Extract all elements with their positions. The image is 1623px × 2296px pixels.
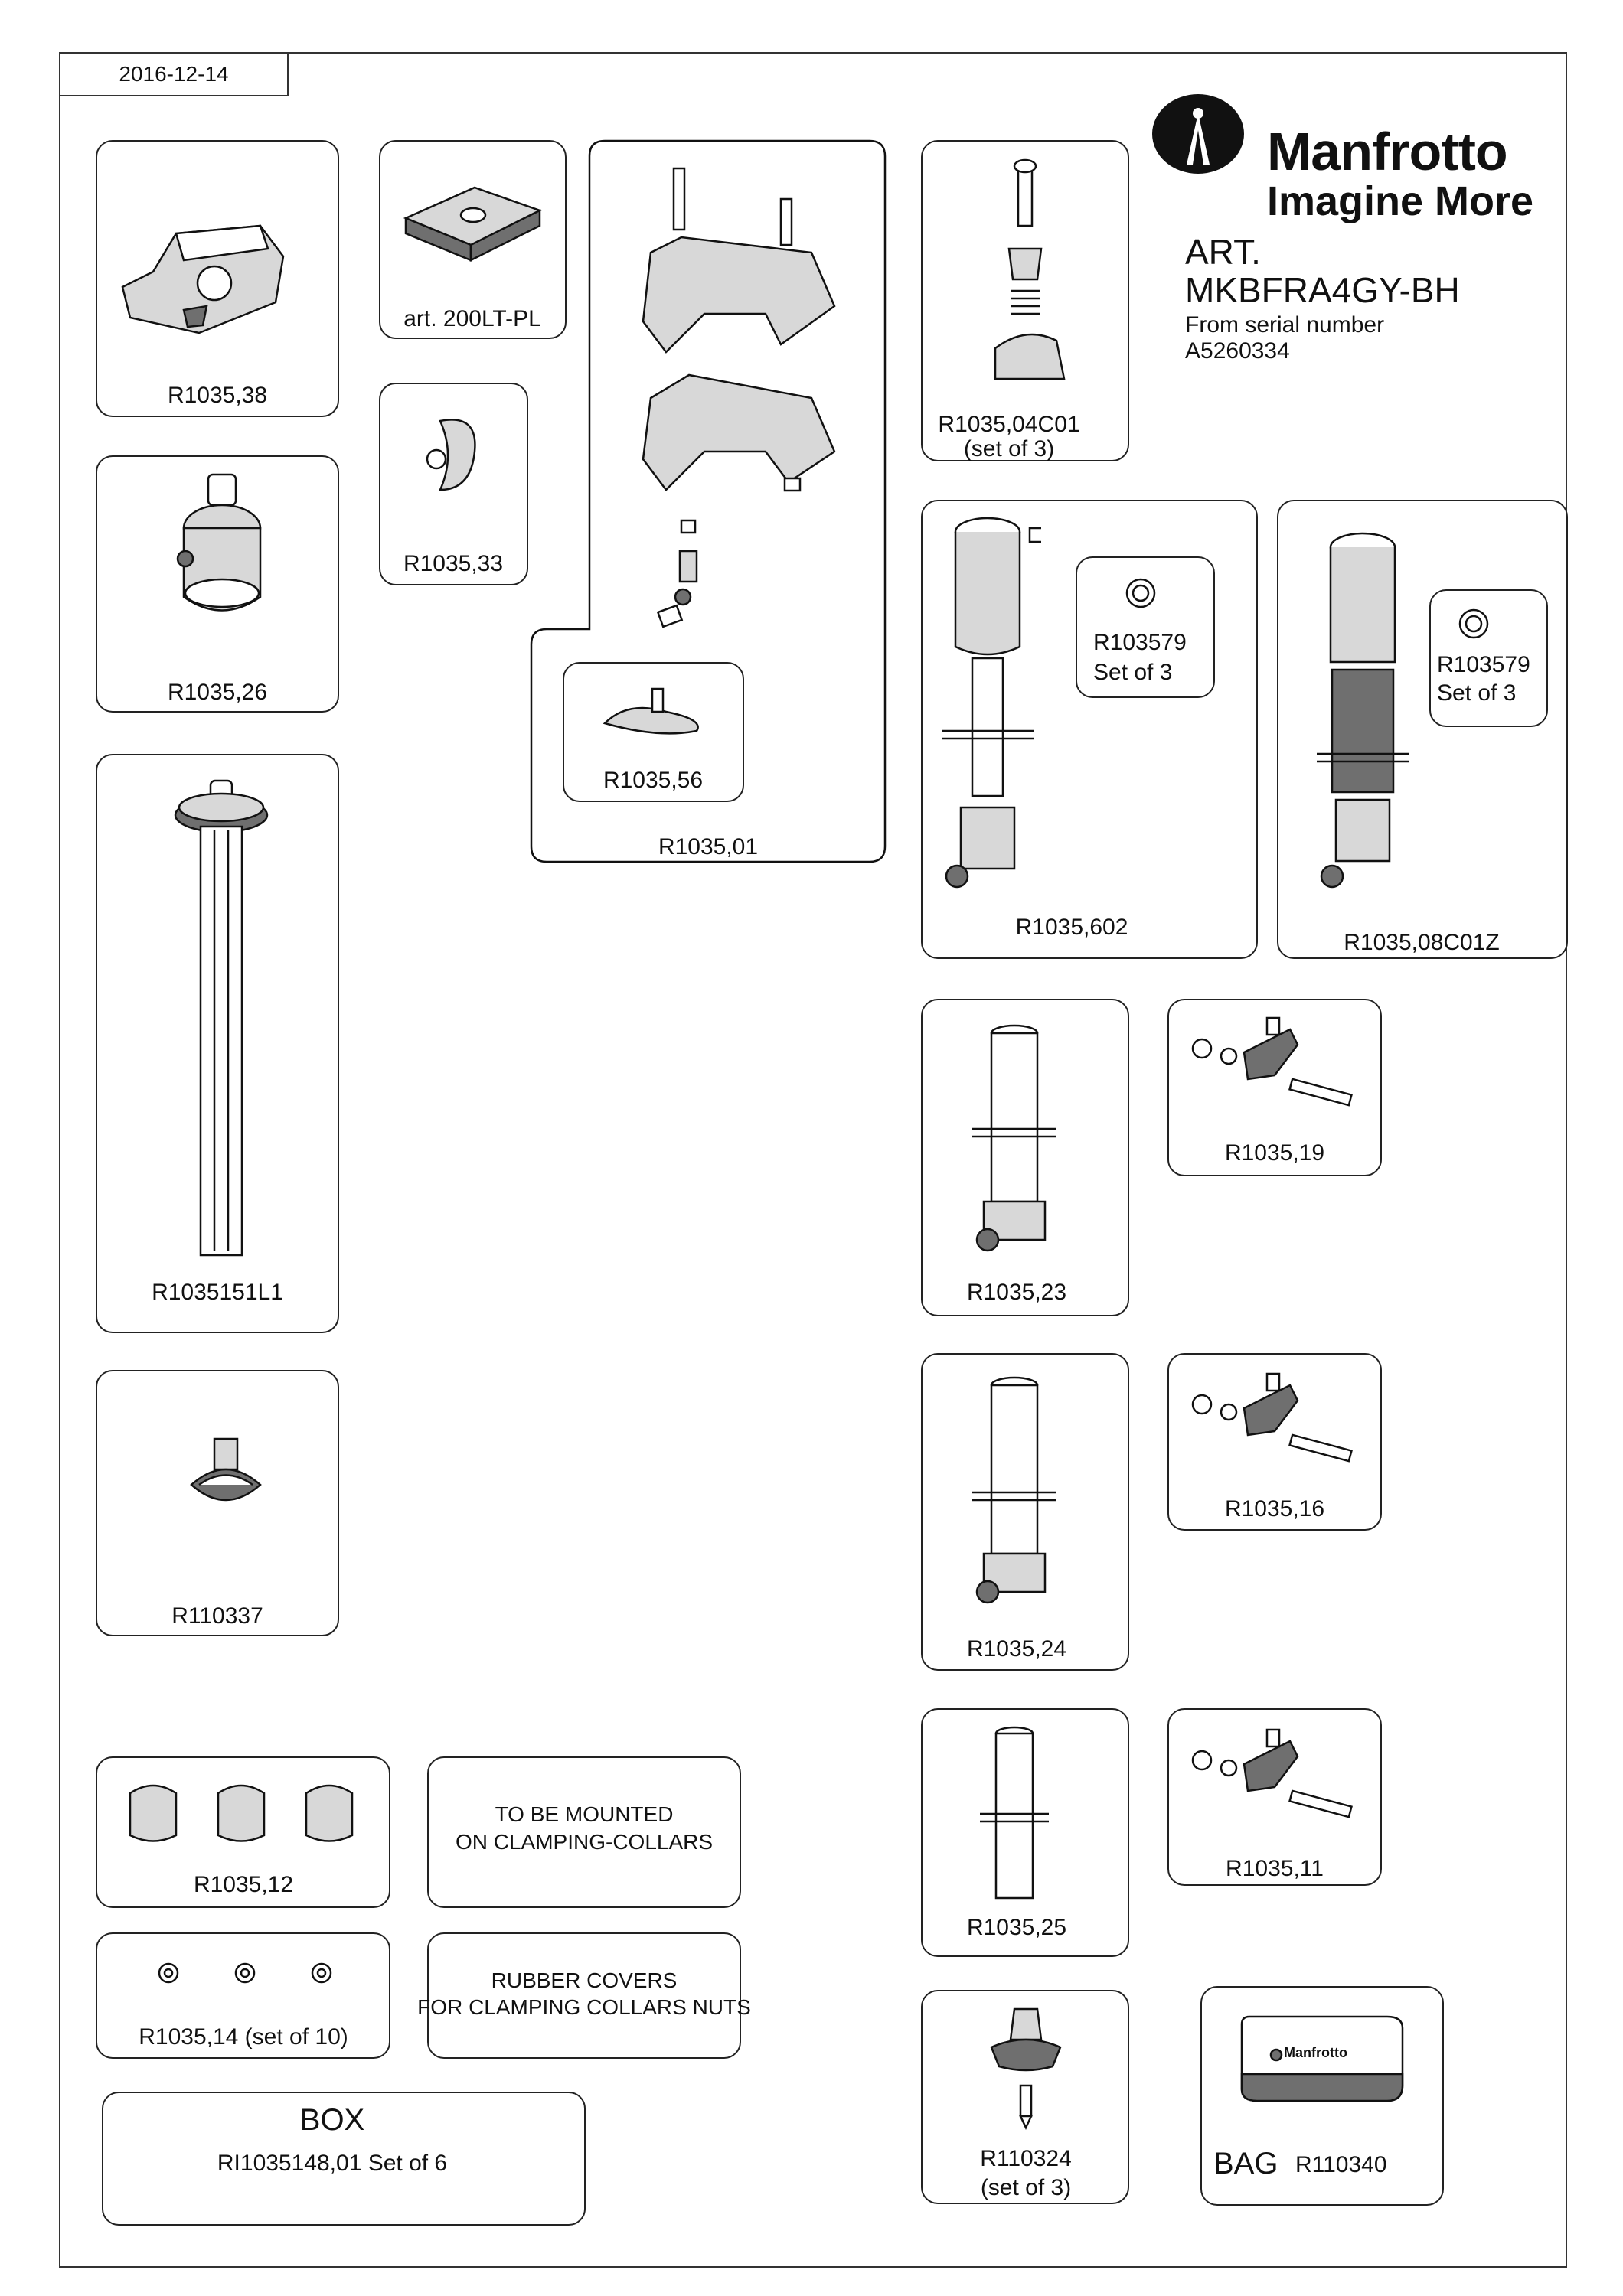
label-r110324: R110324	[980, 2146, 1072, 2171]
label-r1035-602: R1035,602	[1015, 915, 1128, 940]
quick-release-plate-icon	[403, 186, 543, 263]
leg-tube-icon	[972, 1024, 1056, 1252]
label-r1035-16: R1035,16	[1224, 1496, 1325, 1521]
label-r1035-12: R1035,12	[193, 1872, 294, 1897]
label-r1035-04c01: R1035,04C01	[938, 412, 1080, 437]
label-r1035-56: R1035,56	[603, 768, 704, 793]
panel-r110324	[921, 1990, 1129, 2204]
panel-r1035-25	[921, 1708, 1129, 1957]
leg-tube-icon	[980, 1726, 1049, 1900]
panel-r103579-a	[1076, 556, 1215, 698]
rubber-covers-icon	[158, 1962, 332, 1984]
label-r110337: R110337	[171, 1603, 263, 1629]
spider-yoke-icon	[642, 167, 836, 628]
flip-lock-kit-icon	[1191, 1372, 1353, 1463]
page-border	[59, 52, 1567, 2268]
leg-tube-icon	[972, 1376, 1056, 1604]
panel-r1035-01	[530, 139, 887, 863]
label-r1035-11: R1035,11	[1226, 1856, 1324, 1881]
panel-bag	[1200, 1986, 1444, 2206]
panel-note-mount	[427, 1756, 741, 1908]
panel-r1035-26	[96, 455, 339, 713]
panel-r1035-23	[921, 999, 1129, 1316]
panel-r1035-14	[96, 1932, 390, 2059]
panel-r1035-08c01z	[1277, 500, 1568, 959]
panel-box	[102, 2092, 586, 2226]
bag-icon	[1240, 2015, 1404, 2102]
label-r1035-25: R1035,25	[966, 1915, 1067, 1940]
serial-label: From serial number	[1185, 312, 1385, 338]
label-r103579-a: R103579	[1093, 630, 1187, 655]
note-rubber-line1: RUBBER COVERS	[491, 1968, 678, 1992]
serial-number: A5260334	[1185, 338, 1290, 364]
label-r1035-04c01-set: (set of 3)	[963, 436, 1055, 461]
screw-adapter-icon	[190, 1437, 262, 1502]
clamping-collars-icon	[129, 1784, 354, 1842]
panel-r1035151l1	[96, 754, 339, 1333]
label-r1035-38: R1035,38	[167, 383, 268, 408]
label-r1035-19: R1035,19	[1224, 1140, 1325, 1166]
label-r1035151l1: R1035151L1	[152, 1280, 283, 1305]
panel-r1035-19	[1167, 999, 1382, 1176]
leg-section-rubber-icon	[1317, 532, 1409, 889]
brand-logo-text: Manfrotto	[1267, 122, 1508, 181]
note-mount-line1: TO BE MOUNTED	[495, 1802, 674, 1826]
manfrotto-logo-icon	[1152, 94, 1244, 174]
clip-icon	[1125, 578, 1156, 608]
label-r1035-26: R1035,26	[167, 680, 268, 705]
box-title: BOX	[299, 2103, 365, 2137]
knob-icon	[426, 419, 476, 491]
label-r103579-a-set: Set of 3	[1093, 660, 1173, 685]
box-code: RI1035148,01 Set of 6	[217, 2151, 448, 2176]
panel-r1035-38	[96, 140, 339, 417]
bag-word: BAG	[1213, 2147, 1278, 2180]
leg-lock-knob-icon	[994, 158, 1066, 380]
bag-logo-text: Manfrotto	[1284, 2045, 1347, 2060]
label-r103579-b: R103579	[1437, 652, 1530, 677]
leg-section-icon	[942, 517, 1041, 889]
panel-r1035-12	[96, 1756, 390, 1908]
lever-knob-icon	[603, 687, 699, 735]
panel-200lt-pl	[379, 140, 567, 339]
panel-r1035-24	[921, 1353, 1129, 1671]
note-rubber-line2: FOR CLAMPING COLLARS NUTS	[417, 1995, 751, 2019]
label-r1035-33: R1035,33	[403, 551, 504, 576]
panel-r110337	[96, 1370, 339, 1636]
clip-icon	[1458, 608, 1489, 639]
label-r103579-b-set: Set of 3	[1437, 680, 1517, 706]
article-prefix: ART.	[1185, 232, 1261, 272]
label-r1035-24: R1035,24	[966, 1636, 1067, 1662]
flip-lock-kit-icon	[1191, 1728, 1353, 1818]
panel-r1035-16	[1167, 1353, 1382, 1531]
label-r1035-14: R1035,14 (set of 10)	[139, 2024, 348, 2050]
panel-r1035-11	[1167, 1708, 1382, 1886]
label-200lt-pl: art. 200LT-PL	[403, 306, 541, 331]
label-r1035-01: R1035,01	[658, 834, 759, 859]
label-r110340: R110340	[1295, 2152, 1387, 2177]
center-column-icon	[174, 779, 269, 1257]
flip-lock-kit-icon	[1191, 1016, 1353, 1107]
note-mount-line2: ON CLAMPING-COLLARS	[455, 1830, 714, 1854]
label-r1035-08c01z: R1035,08C01Z	[1344, 930, 1500, 955]
quick-release-clamp-icon	[121, 224, 285, 334]
ball-head-icon	[176, 473, 262, 612]
label-r110324-set: (set of 3)	[980, 2175, 1072, 2200]
brand-tagline: Imagine More	[1267, 178, 1534, 224]
panel-note-rubber	[427, 1932, 741, 2059]
rubber-foot-icon	[990, 2007, 1062, 2130]
panel-r1035-33	[379, 383, 528, 585]
label-r1035-23: R1035,23	[966, 1280, 1067, 1305]
article-code: MKBFRA4GY-BH	[1185, 270, 1460, 310]
panel-r1035-56	[563, 662, 744, 802]
panel-r1035-04c01	[921, 140, 1129, 461]
panel-r103579-b	[1429, 589, 1548, 727]
date-box: 2016-12-14	[59, 52, 289, 96]
panel-r1035-602	[921, 500, 1258, 959]
